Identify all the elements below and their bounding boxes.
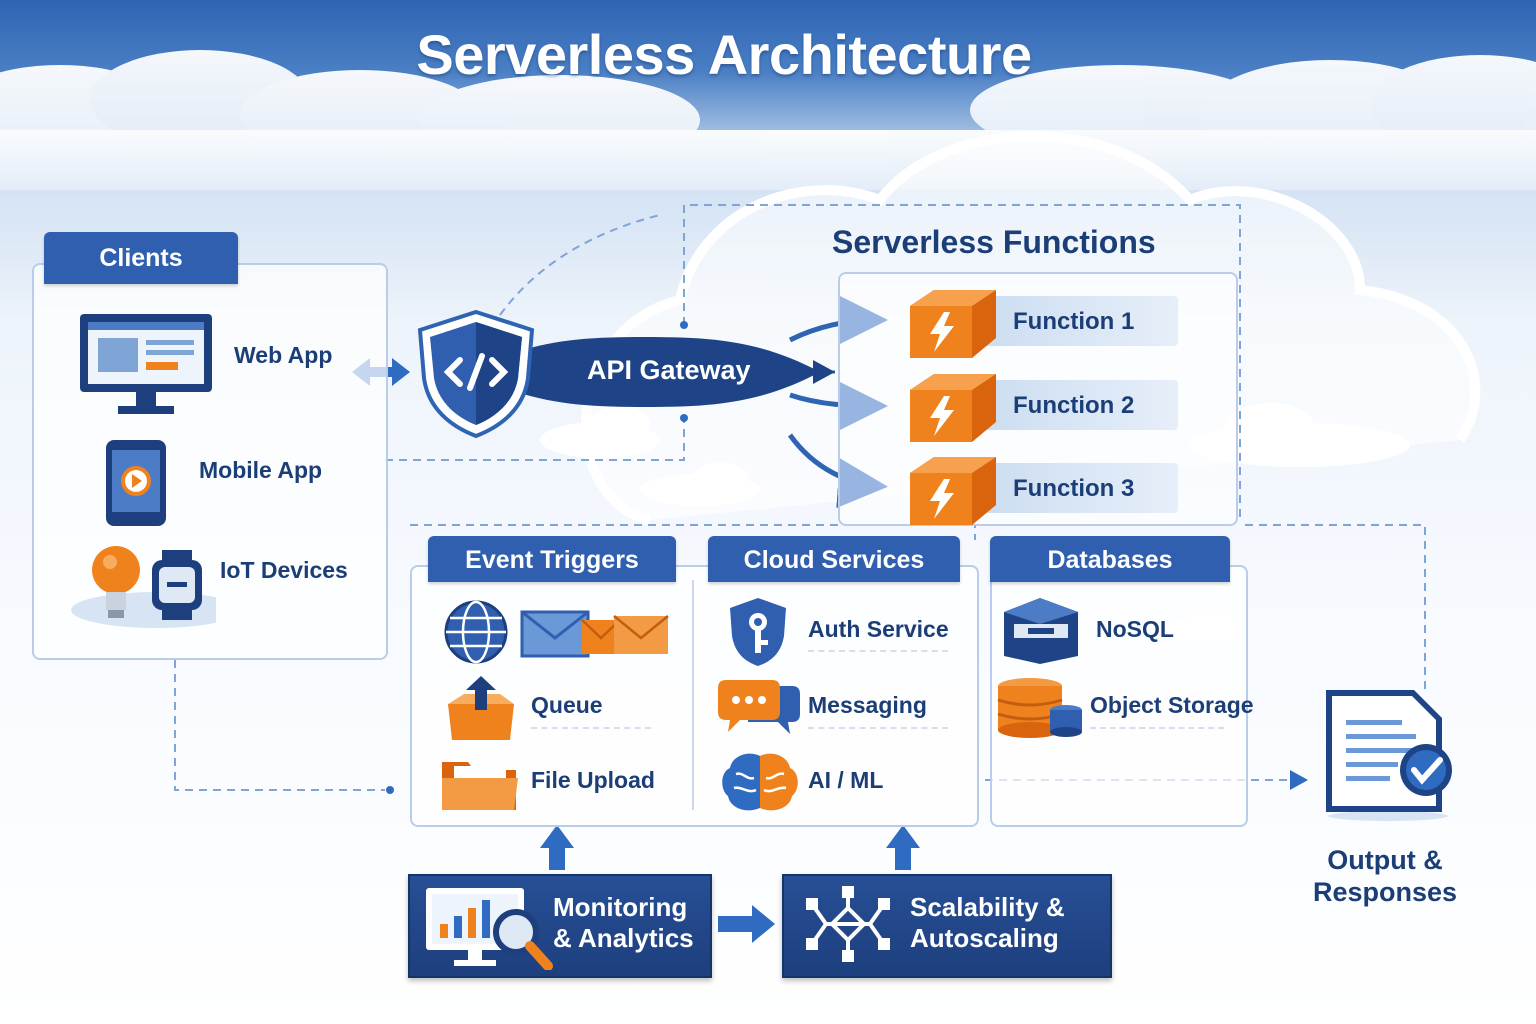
gateway-pill	[470, 337, 820, 407]
scalability-line2: Autoscaling	[910, 923, 1059, 953]
folder-icon	[442, 762, 518, 810]
divider-line	[531, 727, 651, 729]
monitoring-line1: Monitoring	[553, 892, 688, 922]
nosql-database-icon	[1004, 598, 1078, 664]
globe-envelopes-icon	[444, 600, 669, 664]
lambda-box-icon	[910, 374, 996, 442]
code-shield-icon	[417, 309, 535, 439]
clients-header: Clients	[44, 232, 238, 284]
service-label-auth: Auth Service	[808, 616, 949, 642]
output-line2: Responses	[1312, 877, 1458, 907]
scalability-line1: Scalability &	[910, 892, 1065, 922]
lambda-box-icon	[910, 290, 996, 358]
key-shield-icon	[730, 598, 786, 666]
divider-line	[1090, 727, 1224, 729]
network-nodes-icon	[806, 886, 890, 962]
db-label-object-storage: Object Storage	[1090, 692, 1254, 718]
brain-icon	[722, 753, 798, 811]
client-label-iot: IoT Devices	[220, 557, 348, 583]
monitor-icon	[80, 314, 212, 414]
function-label-2: Function 2	[1013, 392, 1135, 419]
lightbulb-smartwatch-icon	[71, 546, 216, 628]
service-label-messaging: Messaging	[808, 692, 927, 718]
functions-title: Serverless Functions	[832, 224, 1156, 260]
divider-line	[808, 727, 948, 729]
function-row-1[interactable]	[960, 296, 1178, 346]
storage-stack-icon	[997, 678, 1082, 738]
chat-bubble-icon	[718, 680, 800, 734]
function-row-2[interactable]	[960, 380, 1178, 430]
monitoring-label: Monitoring & Analytics	[553, 892, 694, 954]
page-title: Serverless Architecture	[416, 23, 1032, 86]
mobile-phone-icon	[106, 440, 166, 526]
event-triggers-header: Event Triggers	[428, 536, 676, 582]
function-label-3: Function 3	[1013, 475, 1135, 502]
analytics-monitor-icon	[426, 888, 553, 970]
trigger-label-file-upload: File Upload	[531, 767, 655, 793]
service-label-ai-ml: AI / ML	[808, 767, 884, 793]
client-label-web: Web App	[234, 342, 333, 368]
divider-line	[808, 650, 948, 652]
queue-box-icon	[448, 676, 514, 740]
output-label: Output & Responses	[1290, 844, 1480, 908]
document-check-icon	[1326, 690, 1452, 821]
monitoring-line2: & Analytics	[553, 923, 694, 953]
client-label-mobile: Mobile App	[199, 457, 323, 483]
scalability-label: Scalability & Autoscaling	[910, 892, 1065, 954]
lambda-box-icon	[910, 457, 996, 525]
db-label-nosql: NoSQL	[1096, 616, 1174, 642]
databases-header: Databases	[990, 536, 1230, 582]
gateway-label: API Gateway	[587, 355, 751, 385]
trigger-label-queue: Queue	[531, 692, 603, 718]
function-row-3[interactable]	[960, 463, 1178, 513]
panel-divider	[692, 580, 694, 810]
cloud-services-header: Cloud Services	[708, 536, 960, 582]
function-label-1: Function 1	[1013, 308, 1135, 335]
output-line1: Output &	[1327, 845, 1443, 875]
